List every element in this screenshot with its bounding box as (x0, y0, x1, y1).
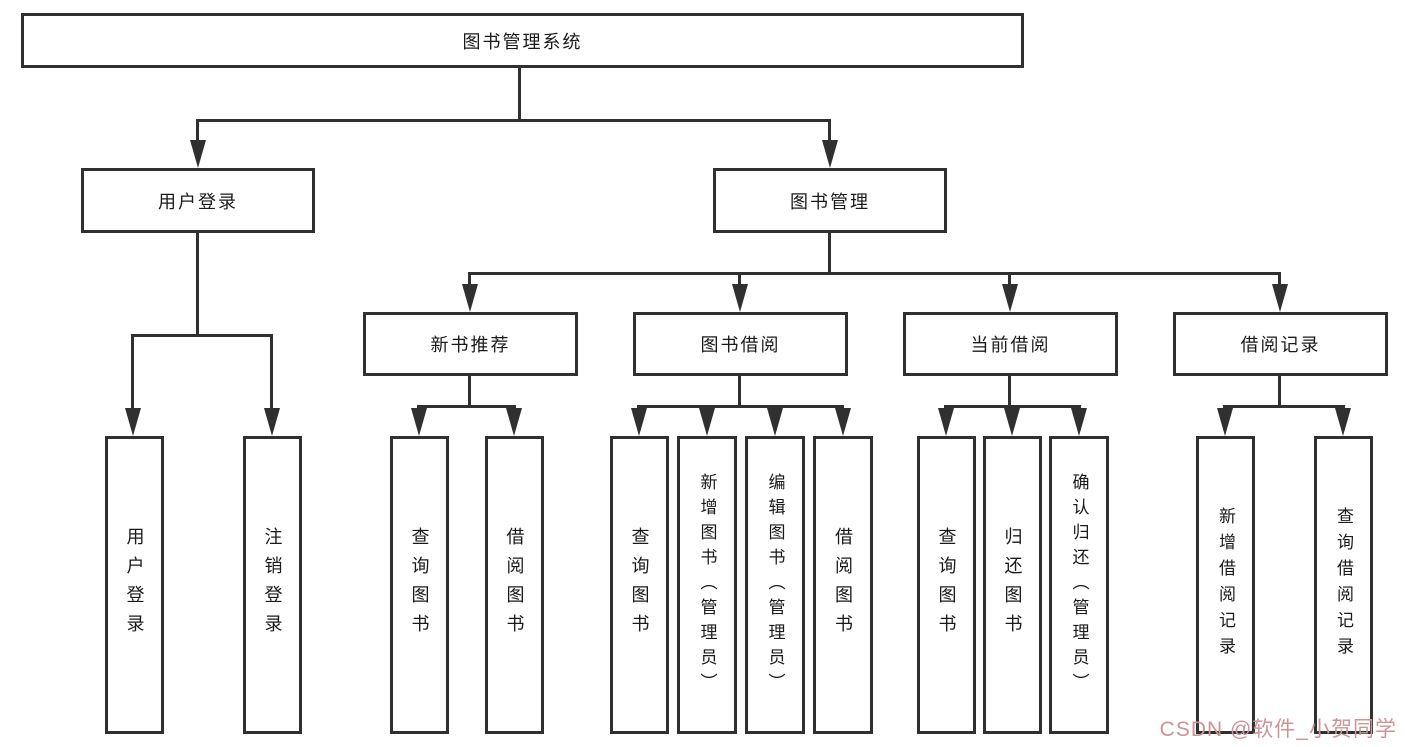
leaf-label: 查询图书 (936, 527, 957, 643)
connector-line (468, 376, 471, 408)
node-new-book-recommend: 新书推荐 (363, 312, 578, 376)
leaf-borrow-book-2: 借阅图书 (813, 436, 873, 734)
leaf-query-book-1: 查询图书 (390, 436, 449, 734)
leaf-label: 编辑图书（管理员） (765, 472, 785, 698)
arrow-down-icon (732, 284, 748, 312)
connector-line (518, 68, 521, 119)
connector-line (131, 334, 134, 411)
arrow-down-icon (1002, 284, 1018, 312)
arrow-down-icon (631, 408, 647, 436)
arrow-down-icon (835, 408, 851, 436)
leaf-confirm-return-admin: 确认归还（管理员） (1049, 436, 1109, 734)
leaf-label: 借阅图书 (504, 527, 525, 643)
connector-line (468, 272, 1281, 275)
leaf-label: 新增借阅记录 (1216, 507, 1235, 663)
connector-line (270, 334, 273, 411)
arrow-down-icon (190, 140, 206, 168)
connector-line (417, 405, 516, 408)
leaf-add-borrow-record: 新增借阅记录 (1196, 436, 1255, 734)
node-current-borrow: 当前借阅 (903, 312, 1118, 376)
arrow-down-icon (1071, 408, 1087, 436)
leaf-label: 查询图书 (629, 527, 650, 643)
arrow-down-icon (1335, 408, 1351, 436)
leaf-label: 注销登录 (262, 527, 283, 643)
arrow-down-icon (1272, 284, 1288, 312)
leaf-label: 新增图书（管理员） (697, 472, 717, 698)
connector-line (1278, 272, 1281, 287)
arrow-down-icon (125, 408, 141, 436)
arrow-down-icon (462, 284, 478, 312)
leaf-query-book-3: 查询图书 (917, 436, 976, 734)
leaf-edit-book-admin: 编辑图书（管理员） (745, 436, 805, 734)
connector-line (828, 119, 831, 143)
leaf-user-login: 用户登录 (105, 436, 164, 734)
leaf-return-book: 归还图书 (983, 436, 1042, 734)
connector-line (1008, 272, 1011, 287)
arrow-down-icon (822, 140, 838, 168)
leaf-label: 用户登录 (124, 527, 145, 643)
connector-line (1223, 405, 1345, 408)
connector-line (196, 233, 199, 337)
connector-line (468, 272, 471, 287)
connector-line (131, 334, 273, 337)
node-book-management: 图书管理 (713, 168, 947, 233)
arrow-down-icon (767, 408, 783, 436)
connector-line (738, 376, 741, 408)
arrow-down-icon (938, 408, 954, 436)
connector-line (1008, 376, 1011, 408)
node-borrow-record: 借阅记录 (1173, 312, 1388, 376)
leaf-label: 借阅图书 (833, 527, 853, 643)
node-book-borrow: 图书借阅 (633, 312, 848, 376)
connector-line (196, 119, 831, 122)
arrow-down-icon (411, 408, 427, 436)
connector-line (828, 233, 831, 275)
leaf-logout: 注销登录 (243, 436, 302, 734)
arrow-down-icon (506, 408, 522, 436)
leaf-label: 确认归还（管理员） (1069, 472, 1089, 698)
leaf-query-book-2: 查询图书 (610, 436, 669, 734)
arrow-down-icon (699, 408, 715, 436)
arrow-down-icon (1004, 408, 1020, 436)
arrow-down-icon (264, 408, 280, 436)
connector-line (1278, 376, 1281, 408)
leaf-borrow-book-1: 借阅图书 (485, 436, 544, 734)
connector-line (637, 405, 844, 408)
arrow-down-icon (1217, 408, 1233, 436)
leaf-query-borrow-record: 查询借阅记录 (1314, 436, 1373, 734)
connector-line (738, 272, 741, 287)
node-root: 图书管理系统 (21, 13, 1024, 68)
leaf-label: 查询借阅记录 (1334, 507, 1353, 663)
leaf-label: 查询图书 (409, 527, 430, 643)
leaf-add-book-admin: 新增图书（管理员） (677, 436, 737, 734)
node-user-login: 用户登录 (81, 168, 315, 233)
connector-line (196, 119, 199, 143)
leaf-label: 归还图书 (1002, 527, 1023, 643)
watermark: CSDN @软件_小贺同学 (1159, 718, 1397, 741)
